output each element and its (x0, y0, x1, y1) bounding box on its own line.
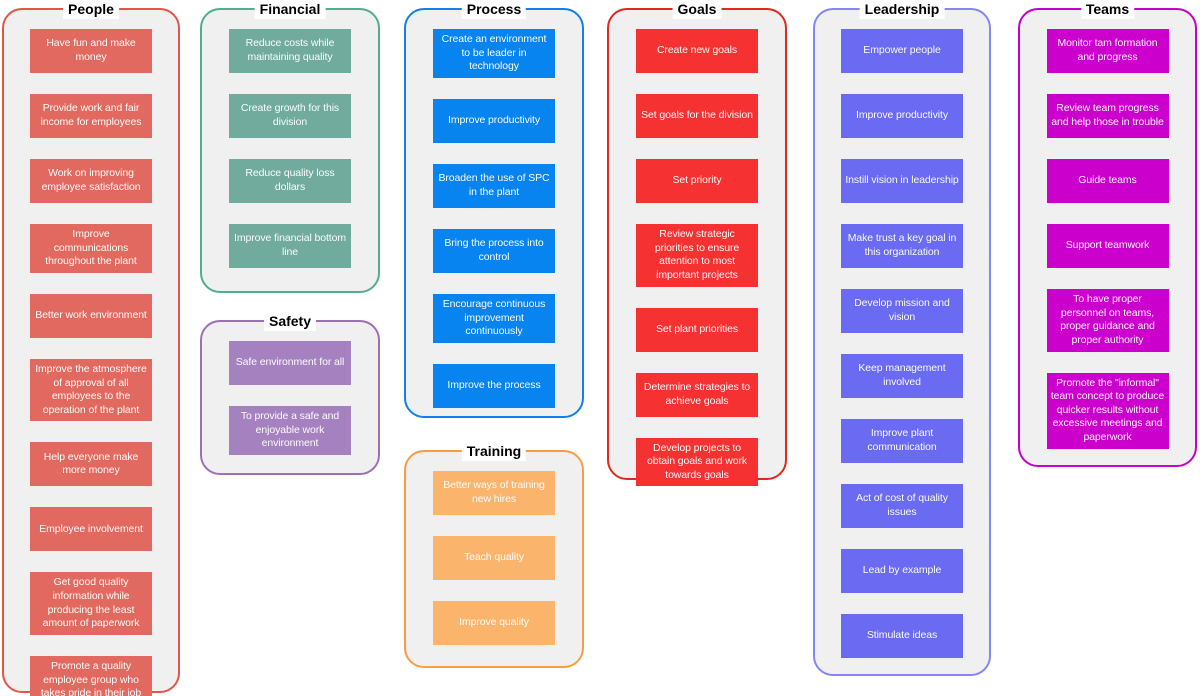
sticky-note[interactable]: Improve productivity (841, 94, 963, 138)
sticky-note[interactable]: Promote the "informal" team concept to p… (1046, 372, 1169, 449)
sticky-note[interactable]: Create growth for this division (229, 94, 351, 138)
sticky-note[interactable]: Have fun and make money (30, 29, 152, 73)
group-title-training: Training (461, 441, 527, 461)
sticky-note[interactable]: Set plant priorities (636, 307, 758, 352)
sticky-note[interactable]: Employee involvement (30, 507, 152, 552)
sticky-note[interactable]: Improve the atmosphere of approval of al… (30, 358, 152, 422)
sticky-note[interactable]: Stimulate ideas (841, 614, 963, 658)
group-title-people: People (63, 0, 119, 19)
sticky-note[interactable]: Develop projects to obtain goals and wor… (636, 437, 758, 487)
sticky-note[interactable]: Bring the process into control (433, 228, 555, 273)
sticky-note[interactable]: Improve the process (433, 363, 555, 408)
sticky-note[interactable]: Keep management involved (841, 354, 963, 398)
group-items-process: Create an environment to be leader in te… (406, 10, 582, 408)
sticky-note[interactable]: Encourage continuous improvement continu… (433, 293, 555, 343)
sticky-note[interactable]: Create new goals (636, 29, 758, 73)
group-training[interactable]: Training Better ways of training new hir… (404, 441, 584, 668)
sticky-note[interactable]: Help everyone make more money (30, 442, 152, 487)
sticky-note[interactable]: Review team progress and help those in t… (1046, 94, 1169, 138)
sticky-note[interactable]: Improve productivity (433, 98, 555, 143)
sticky-note[interactable]: Set priority (636, 159, 758, 203)
sticky-note[interactable]: Support teamwork (1046, 224, 1169, 268)
sticky-note[interactable]: Make trust a key goal in this organizati… (841, 224, 963, 268)
sticky-note[interactable]: Improve financial bottom line (229, 224, 351, 268)
sticky-note[interactable]: Guide teams (1046, 159, 1169, 203)
sticky-note[interactable]: Better ways of training new hires (433, 471, 555, 515)
sticky-note[interactable]: Reduce quality loss dollars (229, 159, 351, 203)
sticky-note[interactable]: To provide a safe and enjoyable work env… (229, 406, 351, 455)
sticky-note[interactable]: Instill vision in leadership (841, 159, 963, 203)
sticky-note[interactable]: Create an environment to be leader in te… (433, 29, 555, 78)
group-title-leadership: Leadership (859, 0, 945, 19)
sticky-note[interactable]: Better work environment (30, 293, 152, 338)
sticky-note[interactable]: Reduce costs while maintaining quality (229, 29, 351, 73)
sticky-note[interactable]: Broaden the use of SPC in the plant (433, 163, 555, 208)
sticky-note[interactable]: Review strategic priorities to ensure at… (636, 224, 758, 287)
sticky-note[interactable]: Improve communications throughout the pl… (30, 224, 152, 273)
sticky-note[interactable]: Provide work and fair income for employe… (30, 94, 152, 138)
sticky-note[interactable]: Act of cost of quality issues (841, 484, 963, 528)
sticky-note[interactable]: Safe environment for all (229, 341, 351, 385)
sticky-note[interactable]: Teach quality (433, 536, 555, 580)
sticky-note[interactable]: Set goals for the division (636, 94, 758, 138)
group-financial[interactable]: Financial Reduce costs while maintaining… (200, 0, 380, 293)
sticky-note[interactable]: Monitor tam formation and progress (1046, 29, 1169, 73)
group-title-teams: Teams (1080, 0, 1135, 19)
sticky-note[interactable]: Get good quality information while produ… (30, 572, 152, 636)
group-process[interactable]: Process Create an environment to be lead… (404, 0, 584, 418)
group-safety[interactable]: Safety Safe environment for all To provid… (200, 311, 380, 475)
sticky-note[interactable]: Work on improving employee satisfaction (30, 159, 152, 203)
sticky-note[interactable]: Empower people (841, 29, 963, 73)
sticky-note[interactable]: Determine strategies to achieve goals (636, 372, 758, 417)
sticky-note[interactable]: To have proper personnel on teams, prope… (1046, 289, 1169, 352)
sticky-note[interactable]: Improve plant communication (841, 419, 963, 463)
group-title-safety: Safety (263, 311, 317, 331)
group-items-safety: Safe environment for all To provide a saf… (202, 322, 378, 455)
sticky-note[interactable]: Promote a quality employee group who tak… (30, 656, 152, 696)
sticky-note[interactable]: Lead by example (841, 549, 963, 593)
group-title-goals: Goals (672, 0, 722, 19)
sticky-note[interactable]: Improve quality (433, 601, 555, 645)
group-title-process: Process (461, 0, 527, 19)
sticky-note[interactable]: Develop mission and vision (841, 289, 963, 333)
group-teams[interactable]: Teams Monitor tam formation and progress… (1018, 0, 1197, 467)
group-title-financial: Financial (254, 0, 326, 19)
